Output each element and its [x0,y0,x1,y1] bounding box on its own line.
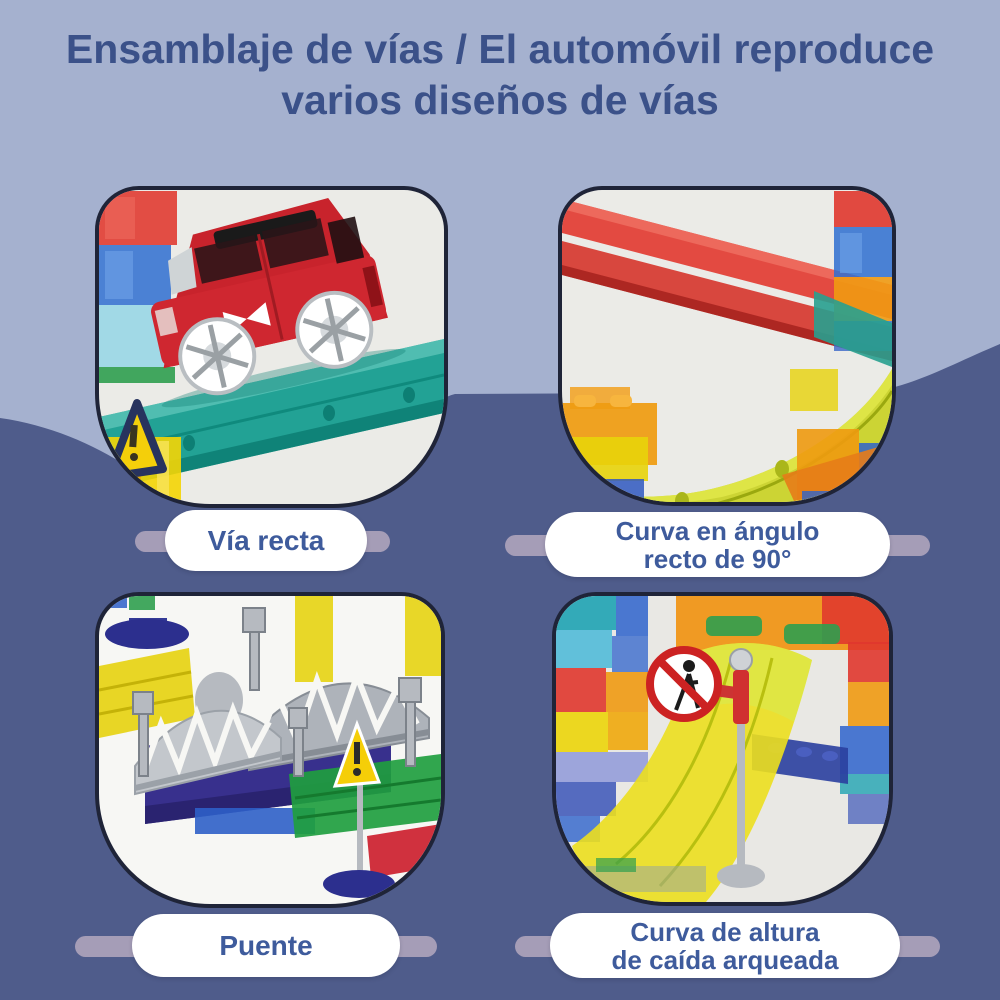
label-text: Puente [219,929,313,961]
label-curva-90: Curva en ángulo recto de 90° [545,512,890,577]
bottom-blocks [562,429,892,501]
block-tower [556,596,648,842]
top-blocks [676,596,889,650]
no-pedestrians-sign-icon [646,646,722,722]
warning-triangle-icon [105,399,167,481]
red-track-beams [562,199,892,361]
label-puente: Puente [132,914,400,977]
page-title-line2: varios diseños de vías [281,77,719,123]
block-tower [814,191,892,367]
arched-drop-photo [556,596,889,902]
page-title-line1: Ensamblaje de vías / El automóvil reprod… [65,26,935,72]
label-text: recto de 90° [643,543,792,574]
photo-panel-curva-arqueada [552,592,893,906]
block-tower [99,191,177,383]
bridge-lamp-posts [132,607,422,777]
yellow-block [790,369,838,411]
label-text: Vía recta [207,524,325,556]
photo-panel-via-recta [95,186,448,508]
straight-track-photo [99,191,444,503]
block-tower [840,642,889,824]
warning-sign [323,719,395,898]
label-text: Curva de altura [630,916,820,947]
bridge-truss-front [134,672,282,796]
blue-base-dome [105,618,189,649]
label-text: de caída arqueada [611,944,839,975]
straight-track [99,339,444,491]
right-angle-curve-photo [562,191,892,502]
label-via-recta: Vía recta [165,510,367,571]
toy-car [151,197,406,408]
green-track [289,754,441,838]
label-curva-arqueada: Curva de altura de caída arqueada [550,913,900,978]
page-title: Ensamblaje de vías / El automóvil reprod… [0,24,1000,126]
bridge-photo [99,596,441,898]
photo-panel-curva-90 [558,186,896,506]
photo-panel-puente [95,592,445,908]
arched-slope-track [572,642,812,902]
car-wheel [178,317,257,396]
yellow-block [405,596,441,676]
sign-base [323,870,395,898]
yellow-block [295,596,333,682]
label-text: Curva en ángulo [615,515,820,546]
car-wheel [295,290,374,369]
green-block [129,596,155,610]
